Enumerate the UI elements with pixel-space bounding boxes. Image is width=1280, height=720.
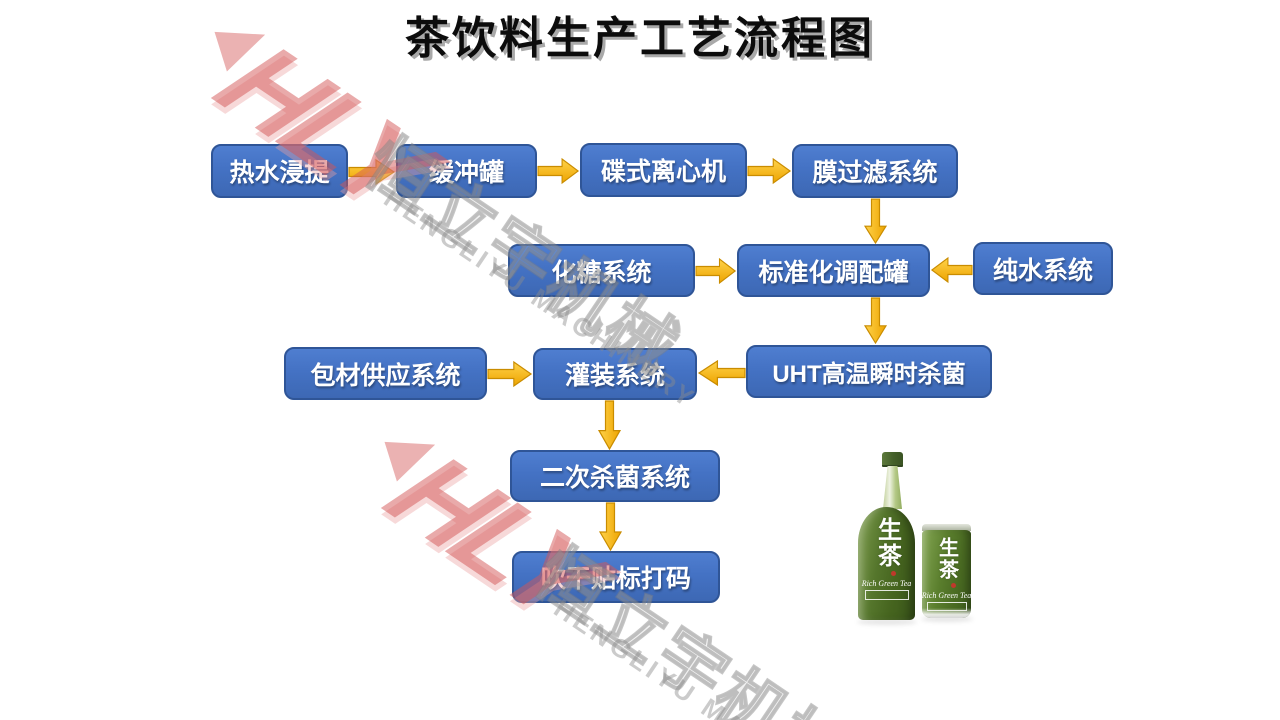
bottle: 生茶 Rich Green Tea <box>858 507 915 620</box>
bottle-label-box <box>864 590 909 600</box>
arrow-down-icon <box>598 502 623 552</box>
arrow-right-icon <box>747 157 792 185</box>
arrow-right-icon <box>695 257 737 285</box>
red-seal-dot <box>891 571 896 576</box>
can-name-label: 生茶 <box>935 537 958 581</box>
arrow-left-icon <box>697 359 746 387</box>
flow-node-secondary-sterilization: 二次杀菌系统 <box>510 450 720 502</box>
flow-node-buffer-tank: 缓冲罐 <box>396 144 537 198</box>
watermark: HLY 恒立宇机械 HENGLIYU MACHINERY <box>67 0 815 635</box>
flow-node-sugar-dissolving-system: 化糖系统 <box>508 244 695 297</box>
watermark-company-cn: 恒立宇机械 <box>521 534 864 720</box>
arrow-down-icon <box>597 400 622 451</box>
arrow-down-icon <box>863 198 888 245</box>
arrow-left-icon <box>930 256 973 284</box>
logo-arrowhead-icon <box>365 423 436 482</box>
can-bottom-shine <box>922 608 971 618</box>
can-shadow <box>921 616 973 622</box>
flow-node-dry-label-code: 吹干贴标打码 <box>512 551 720 603</box>
watermark-company-en: HENGLIYU MACHINERY <box>548 592 873 720</box>
flow-node-uht-sterilization: UHT高温瞬时杀菌 <box>746 345 992 398</box>
bottle-cap <box>882 452 903 467</box>
flow-node-membrane-filtration: 膜过滤系统 <box>792 144 958 198</box>
bottle-subtitle: Rich Green Tea <box>861 579 912 588</box>
bottle-shadow <box>857 619 917 625</box>
arrow-down-icon <box>863 297 888 345</box>
page-title: 茶饮料生产工艺流程图 <box>405 14 875 63</box>
flow-node-packaging-material-supply: 包材供应系统 <box>284 347 487 400</box>
flow-node-pure-water-system: 纯水系统 <box>973 242 1113 295</box>
arrow-right-icon <box>487 360 533 388</box>
flow-node-filling-system: 灌装系统 <box>533 348 697 400</box>
can: 生茶 Rich Green Tea <box>922 530 971 618</box>
bottle-neck <box>883 466 902 509</box>
flow-node-standardization-blending-tank: 标准化调配罐 <box>737 244 930 297</box>
can-subtitle: Rich Green Tea <box>922 591 971 600</box>
product-photo: 生茶 Rich Green Tea 生茶 Rich Green Tea <box>855 450 980 630</box>
arrow-right-icon <box>348 158 396 186</box>
red-seal-dot <box>951 583 956 588</box>
arrow-right-icon <box>537 157 580 185</box>
flow-node-disc-centrifuge: 碟式离心机 <box>580 143 747 197</box>
flow-node-hot-water-extraction: 热水浸提 <box>211 144 348 198</box>
bottle-name-label: 生茶 <box>873 517 900 569</box>
can-top-rim <box>922 524 971 531</box>
